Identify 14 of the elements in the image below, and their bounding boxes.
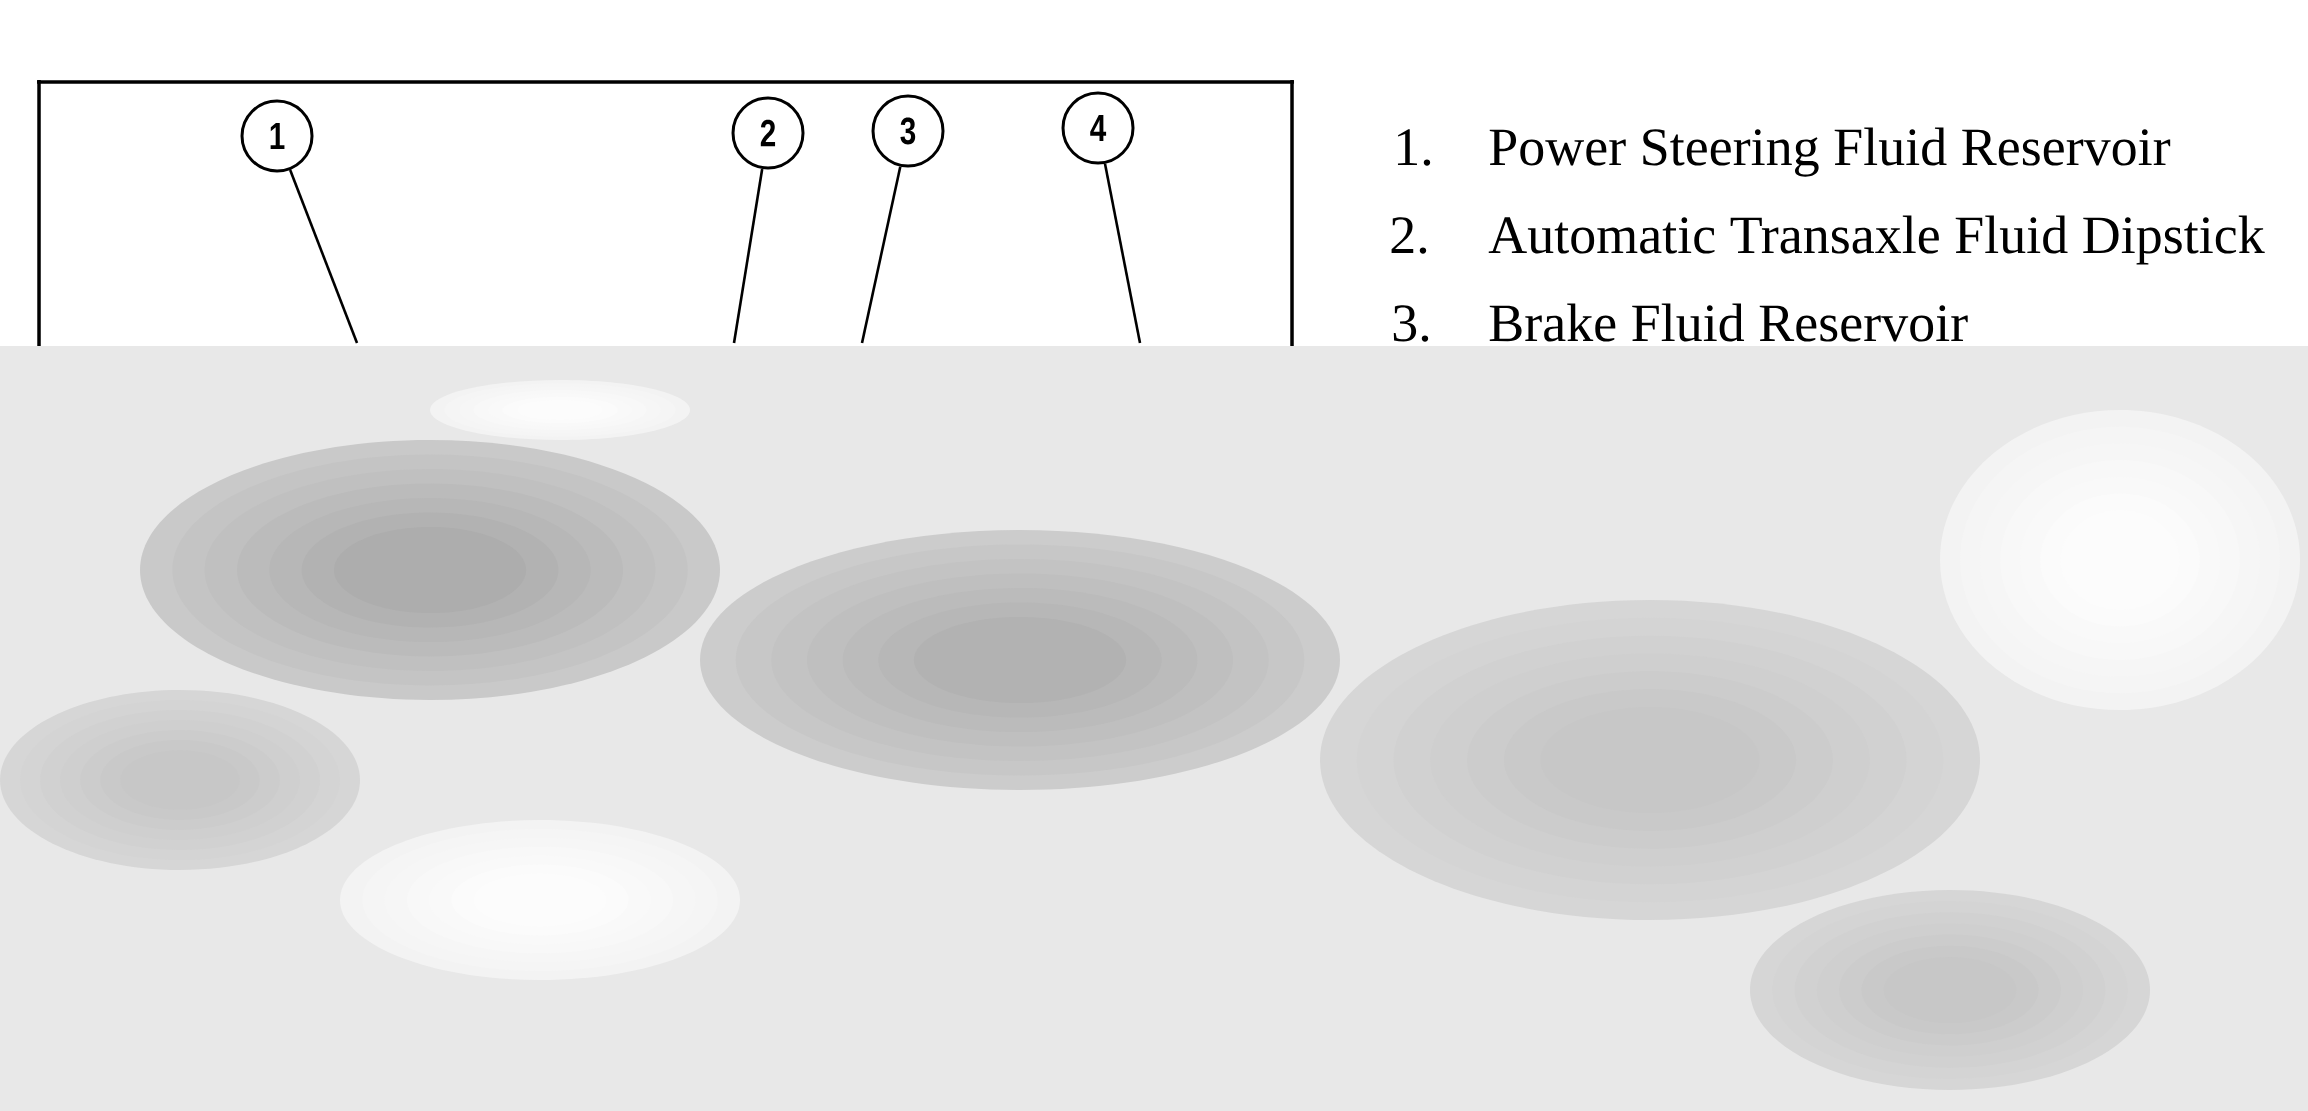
list-number: 1.: [1397, 129, 1431, 166]
part-name: Power Steering Fluid Reservoir: [1489, 127, 2171, 177]
list-number: 2.: [1391, 217, 1427, 254]
callout-number: 1: [240, 99, 314, 173]
leader-line: [288, 169, 359, 344]
part-name: Brake Fluid Reservoir: [1489, 303, 1968, 342]
callout-number: 4: [1061, 91, 1135, 165]
part-name: Automatic Transaxle Fluid Dipstick: [1488, 215, 2265, 265]
callout-number: 3: [871, 94, 945, 168]
callout-number: 2: [731, 96, 805, 170]
leader-line: [732, 168, 764, 344]
leader-line: [1103, 163, 1142, 344]
leader-line: [860, 166, 902, 344]
list-number: 3.: [1393, 305, 1429, 342]
